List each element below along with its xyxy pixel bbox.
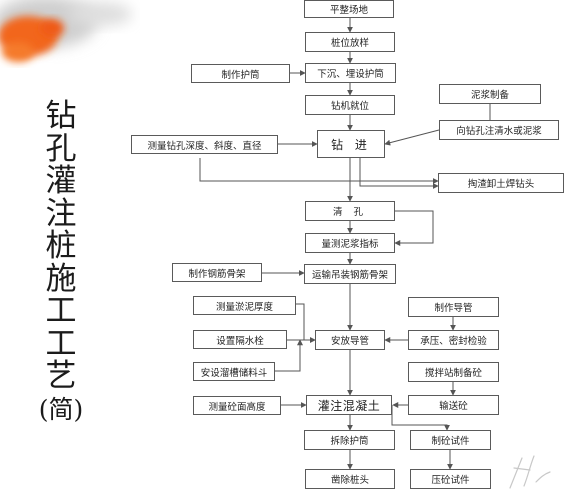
node-clean-hole: 清 孔 — [305, 201, 395, 221]
node-make-casing: 制作护筒 — [191, 64, 290, 83]
node-hopper: 安设溜槽储料斗 — [193, 362, 275, 381]
node-drill-position: 钻机就位 — [305, 95, 395, 115]
node-test-specimen: 压砼试件 — [410, 469, 491, 489]
node-remove-casing: 拆除护筒 — [304, 430, 395, 450]
node-mix-concrete: 搅拌站制备砼 — [408, 362, 499, 382]
title-paren: (简) — [38, 394, 84, 424]
connector — [296, 303, 316, 343]
node-make-specimen: 制砼试件 — [410, 430, 491, 450]
connector — [275, 339, 303, 372]
connector — [394, 210, 434, 246]
node-sink-casing: 下沉、埋设护筒 — [305, 63, 396, 83]
title-char: 孔 — [45, 130, 77, 167]
title-char: 灌 — [45, 163, 77, 199]
connector — [384, 129, 440, 146]
node-make-pipe: 制作导管 — [408, 297, 499, 317]
node-cut-pile-head: 凿除桩头 — [305, 469, 395, 489]
node-install-cage: 运输吊装钢筋骨架 — [304, 264, 396, 284]
title-char: 施 — [45, 260, 77, 297]
node-convey-concrete: 输送砼 — [408, 395, 499, 415]
node-slurry-index: 量测泥浆指标 — [305, 233, 395, 253]
orange-brush-decoration — [0, 0, 132, 62]
node-pour-concrete: 灌注混凝土 — [306, 395, 392, 415]
node-make-cage: 制作钢筋骨架 — [172, 263, 262, 282]
watermark-scribble — [509, 455, 551, 489]
title-char: 钻 — [45, 98, 77, 134]
node-inject-water: 向钻孔注清水或泥浆 — [439, 120, 559, 140]
node-drilling: 钻 进 — [317, 130, 385, 158]
connector — [359, 158, 439, 189]
node-level-site: 平整场地 — [304, 0, 394, 18]
node-pressure-test: 承压、密封检验 — [408, 330, 499, 350]
connector — [391, 405, 450, 431]
node-measure-level: 测量砼面高度 — [193, 396, 281, 415]
slide-title: 钻 孔 灌 注 桩 施 工 工 艺 (简) — [34, 100, 88, 427]
node-water-plug: 设置隔水栓 — [193, 330, 287, 349]
node-measure-hole: 测量钻孔深度、斜度、直径 — [131, 135, 278, 154]
node-place-pipe: 安放导管 — [315, 330, 385, 350]
node-measure-silt: 测量淤泥厚度 — [193, 296, 296, 315]
title-char: 艺 — [45, 358, 77, 394]
title-char: 注 — [45, 195, 77, 232]
title-char: 工 — [45, 325, 77, 362]
node-pile-layout: 桩位放样 — [305, 32, 395, 52]
title-char: 桩 — [45, 228, 77, 264]
connector — [199, 158, 439, 184]
node-slurry-prep: 泥浆制备 — [439, 84, 541, 104]
node-remove-spoil: 掏渣卸土焊钻头 — [438, 173, 564, 193]
title-char: 工 — [45, 293, 77, 329]
